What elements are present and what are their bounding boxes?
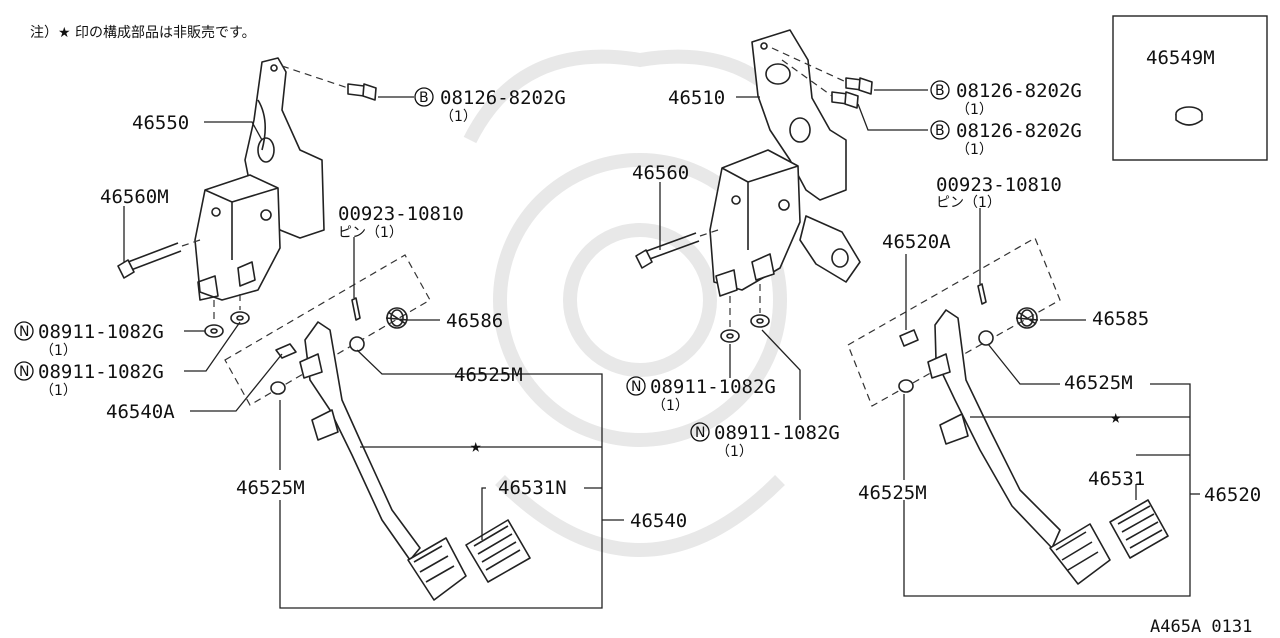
label-46525M-right-1: 46525M xyxy=(1064,372,1133,394)
label-part: 08126-8202G xyxy=(440,87,566,109)
label-46549M: 46549M xyxy=(1146,47,1215,69)
n-prefix: N xyxy=(19,324,29,340)
label-part: 08911-1082G xyxy=(714,422,840,444)
nuts-08911-right xyxy=(720,284,770,343)
label-08126-right-2: B 08126-8202G （1） xyxy=(930,120,1082,158)
label-46550: 46550 xyxy=(132,112,189,134)
label-08911-left-1: N 08911-1082G （1） xyxy=(14,321,164,359)
b-prefix: B xyxy=(419,90,429,106)
watermark-emblem xyxy=(463,49,817,557)
label-46510: 46510 xyxy=(668,87,725,109)
label-qty: （1） xyxy=(716,444,753,460)
label-46525M-left-2: 46525M xyxy=(236,477,305,499)
pedal-46540 xyxy=(299,321,467,601)
bracket-46550 xyxy=(194,57,325,301)
envelope-left xyxy=(224,254,431,406)
label-part: 08126-8202G xyxy=(956,80,1082,102)
star-marker-left: ★ xyxy=(470,435,481,457)
label-qty: （1） xyxy=(40,343,77,359)
n-prefix: N xyxy=(695,425,705,441)
label-46525M-left-1: 46525M xyxy=(454,364,523,386)
label-qty: （1） xyxy=(40,383,77,399)
label-part: 00923-10810 xyxy=(338,203,464,225)
label-part: 08126-8202G xyxy=(956,120,1082,142)
bolts-08126-right xyxy=(771,47,873,109)
label-qty: （1） xyxy=(956,142,993,158)
pin-spring-right xyxy=(898,283,1039,393)
n-prefix: N xyxy=(19,364,29,380)
label-08126-left: B 08126-8202G （1） xyxy=(414,87,566,125)
leaders-left xyxy=(123,96,624,609)
pedal-46520 xyxy=(927,309,1111,585)
n-prefix: N xyxy=(631,379,641,395)
label-part: 08911-1082G xyxy=(650,376,776,398)
label-part: 00923-10810 xyxy=(936,174,1062,196)
leaders-right xyxy=(659,89,1200,597)
pin-spring-left xyxy=(270,297,409,395)
label-qty: （1） xyxy=(652,398,689,414)
label-46520A: 46520A xyxy=(882,231,951,253)
label-caption: ピン（1） xyxy=(338,225,403,241)
label-part: 08911-1082G xyxy=(38,321,164,343)
label-qty: （1） xyxy=(956,102,993,118)
label-46540A: 46540A xyxy=(106,401,175,423)
label-08911-right-1: N 08911-1082G （1） xyxy=(626,376,776,414)
bolt-46560 xyxy=(635,229,719,269)
panel-46549M: 46549M xyxy=(1112,15,1268,161)
bracket-46510 xyxy=(709,29,861,297)
label-46531: 46531 xyxy=(1088,468,1145,490)
label-46531N: 46531N xyxy=(498,477,567,499)
label-46520: 46520 xyxy=(1204,484,1261,506)
label-46586: 46586 xyxy=(446,310,503,332)
label-00923-left: 00923-10810 ピン（1） xyxy=(338,203,464,241)
label-08126-right-1: B 08126-8202G （1） xyxy=(930,80,1082,118)
pad-46531N xyxy=(465,519,531,583)
label-46560: 46560 xyxy=(632,162,689,184)
nuts-08911-left xyxy=(204,294,250,338)
label-46585: 46585 xyxy=(1092,308,1149,330)
label-08911-left-2: N 08911-1082G （1） xyxy=(14,361,164,399)
label-caption: ピン（1） xyxy=(936,195,1001,211)
bolt-08126-left xyxy=(281,65,377,101)
label-46525M-right-2: 46525M xyxy=(858,482,927,504)
label-46540: 46540 xyxy=(630,510,687,532)
b-prefix: B xyxy=(935,83,945,99)
label-00923-right: 00923-10810 ピン（1） xyxy=(936,174,1062,211)
envelope-right xyxy=(847,237,1061,407)
label-08911-right-2: N 08911-1082G （1） xyxy=(690,422,840,460)
label-qty: （1） xyxy=(440,109,477,125)
star-marker-right: ★ xyxy=(1110,406,1121,428)
b-prefix: B xyxy=(935,123,945,139)
note-text: 注）★ 印の構成部品は非販売です。 xyxy=(30,25,256,41)
label-46560M: 46560M xyxy=(100,186,169,208)
pad-46531 xyxy=(1109,499,1169,559)
figure-code: A465A 0131 xyxy=(1150,617,1252,637)
label-part: 08911-1082G xyxy=(38,361,164,383)
bolt-46560M xyxy=(117,239,201,279)
